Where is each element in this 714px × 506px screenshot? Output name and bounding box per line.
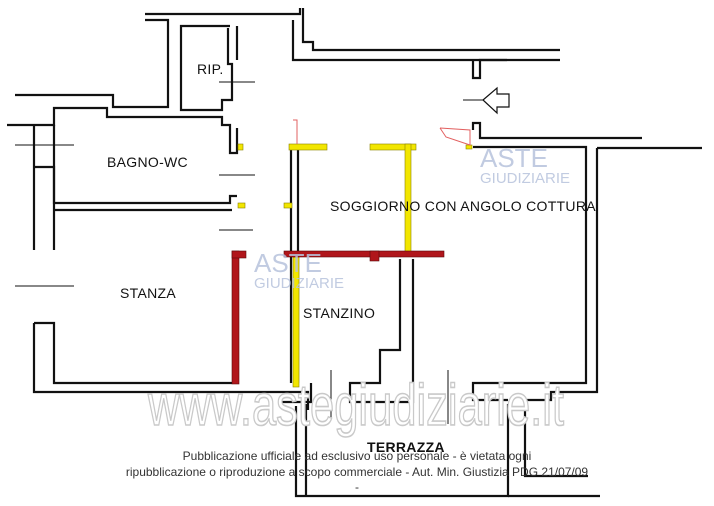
legal-notice-line-2: ripubblicazione o riproduzione a scopo c… — [125, 465, 589, 479]
url-watermark: www.astegiudiziarie.it — [147, 373, 564, 438]
room-label-stanza: STANZA — [120, 285, 176, 301]
room-label-stanzino: STANZINO — [303, 305, 375, 321]
legal-notice-line-1: Pubblicazione ufficiale ad esclusivo uso… — [182, 449, 532, 463]
aste-logo-watermark: ASTE GIUDIZIARIE — [480, 143, 570, 187]
room-label-bagno: BAGNO-WC — [107, 154, 188, 170]
svg-text:GIUDIZIARIE: GIUDIZIARIE — [254, 275, 344, 292]
svg-text:ASTE: ASTE — [480, 143, 548, 173]
room-label-rip: RIP. — [197, 61, 224, 77]
svg-text:ASTE: ASTE — [254, 248, 322, 278]
entrance-arrow-icon — [482, 86, 510, 115]
legal-notice-line-3: - — [355, 480, 359, 494]
construction-walls — [231, 250, 445, 385]
svg-text:GIUDIZIARIE: GIUDIZIARIE — [480, 170, 570, 187]
room-label-terrazza: TERRAZZA — [367, 439, 445, 455]
kitchen-outline — [293, 119, 471, 146]
aste-logo-watermark-2: ASTE GIUDIZIARIE — [254, 248, 344, 292]
room-label-soggiorno: SOGGIORNO CON ANGOLO COTTURA — [330, 198, 596, 214]
demolition-walls — [237, 143, 473, 388]
